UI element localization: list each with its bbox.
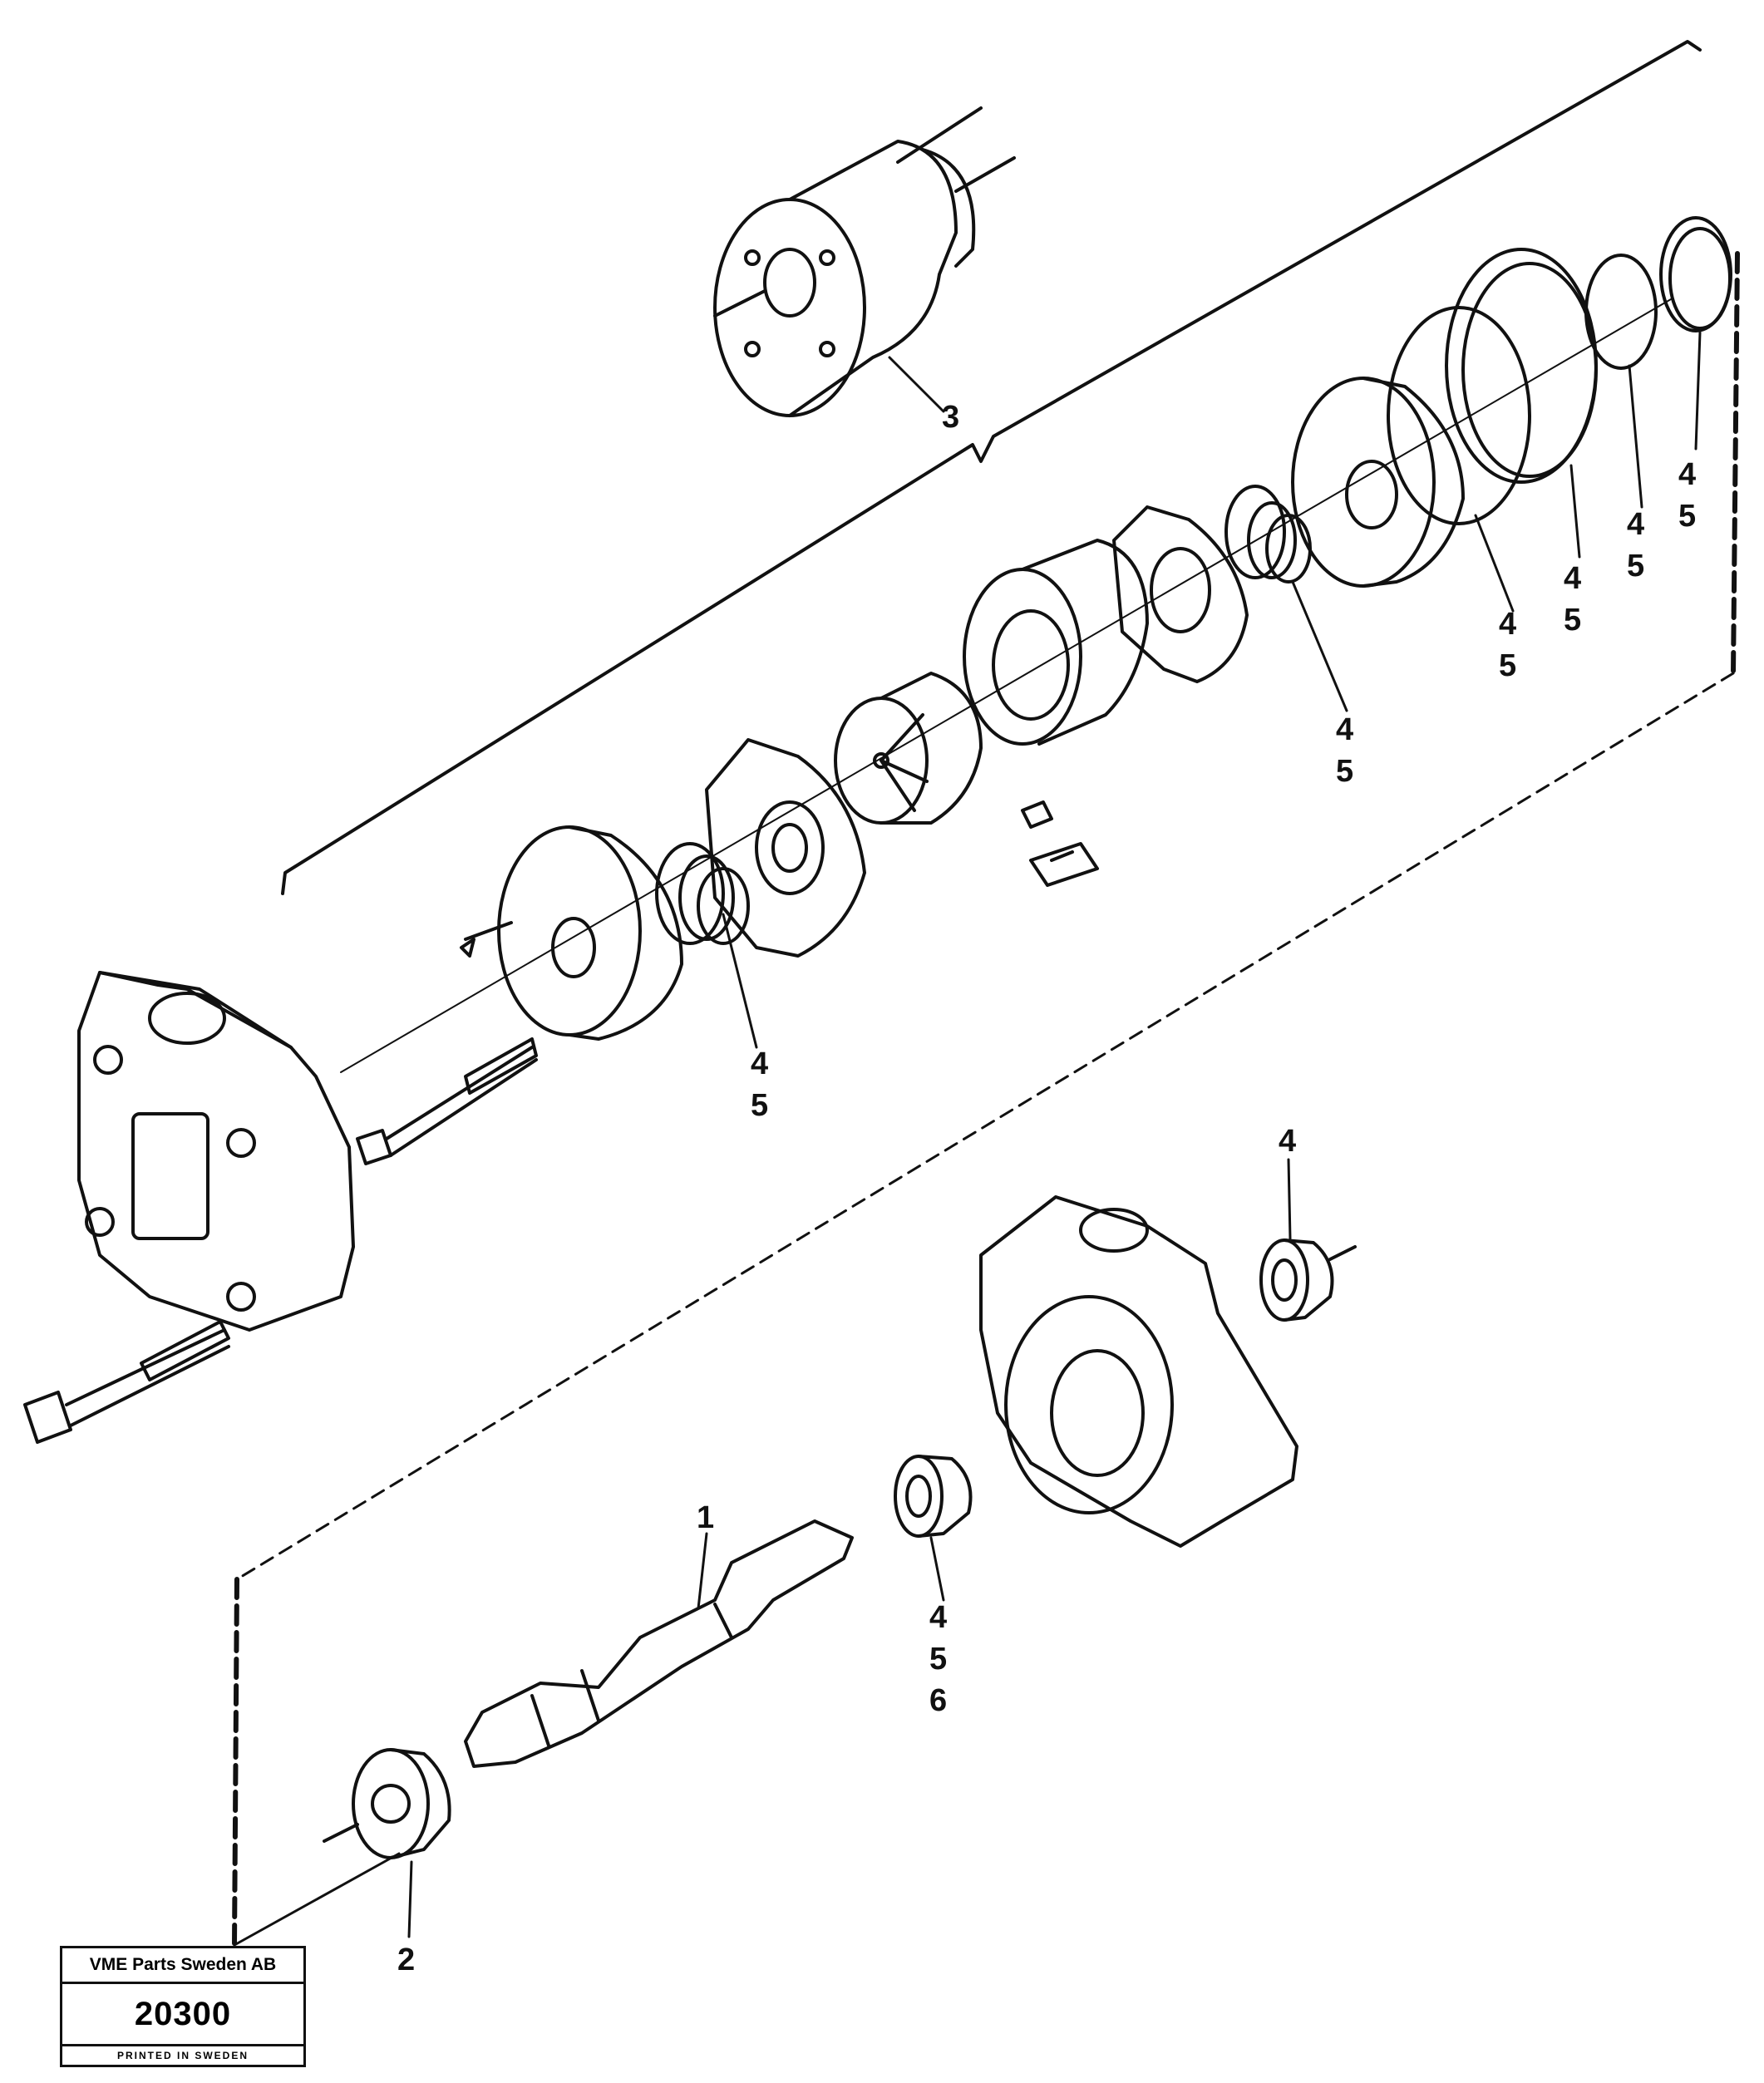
callout-6: 6 — [929, 1683, 947, 1718]
callout-4: 4 — [1564, 561, 1581, 596]
stamp-number: 20300 — [134, 1996, 232, 2032]
callout-5: 5 — [1678, 499, 1696, 534]
seal-ring-left — [655, 842, 750, 945]
leader-45b — [1291, 580, 1348, 712]
o-ring-small — [1584, 216, 1732, 370]
callout-4: 4 — [1499, 607, 1516, 642]
end-plate-left — [460, 825, 683, 1041]
leader-45a — [722, 913, 758, 1049]
callout-5: 5 — [1499, 648, 1516, 683]
bearing-right — [1259, 1238, 1357, 1322]
callout-5: 5 — [1564, 603, 1581, 638]
callout-3: 3 — [942, 400, 959, 435]
bolt-lower — [23, 1320, 230, 1444]
stamp-company: VME Parts Sweden AB — [62, 1948, 303, 1984]
leader-2 — [407, 1860, 413, 1938]
callout-4: 4 — [1678, 457, 1696, 492]
seal-ring-right — [1224, 485, 1312, 584]
leader-456 — [929, 1536, 945, 1602]
title-stamp: VME Parts Sweden AB 20300 PRINTED IN SWE… — [60, 1946, 306, 2067]
callout-1: 1 — [697, 1500, 714, 1535]
assembly-boundary-diagonal — [235, 672, 1735, 1581]
rotor — [834, 672, 983, 825]
leader-45d — [1569, 464, 1581, 559]
callout-2: 2 — [397, 1943, 415, 1977]
bearing-center — [894, 1455, 973, 1538]
bolt-upper — [356, 1037, 538, 1165]
callout-4: 4 — [751, 1046, 768, 1081]
callout-4: 4 — [1279, 1124, 1296, 1159]
callout-4: 4 — [929, 1600, 947, 1635]
callout-5: 5 — [1336, 754, 1353, 789]
assembly-bracket — [281, 40, 1702, 895]
callout-5: 5 — [1627, 549, 1644, 584]
cartridge-assembly — [713, 140, 1016, 417]
leader-3 — [888, 356, 945, 413]
leader-1 — [697, 1532, 708, 1610]
leader-45c — [1474, 514, 1515, 613]
leader-45e — [1628, 364, 1643, 509]
key-and-clip — [1021, 800, 1099, 887]
pump-housing — [979, 1195, 1298, 1548]
o-ring-large — [1387, 248, 1598, 525]
callout-4: 4 — [1627, 507, 1644, 542]
callout-4: 4 — [1336, 712, 1353, 747]
callout-5: 5 — [751, 1088, 768, 1123]
end-plate-right — [1291, 377, 1465, 588]
assembly-boundary-dashed — [1731, 251, 1740, 676]
bearing-left — [323, 1748, 451, 1859]
leader-4h — [1287, 1158, 1292, 1240]
drive-shaft — [464, 1519, 854, 1768]
cam-ring — [963, 539, 1149, 746]
center-axis — [340, 298, 1672, 1073]
assembly-bracket-upper — [896, 106, 983, 164]
port-plate-right — [1112, 505, 1249, 683]
port-plate-left — [705, 738, 866, 958]
stamp-printed: PRINTED IN SWEDEN — [62, 2044, 303, 2065]
leader-45f — [1694, 331, 1702, 451]
assembly-boundary-dashed-lower — [232, 1577, 239, 1948]
pump-cover — [77, 971, 355, 1332]
assembly-boundary-bottom — [233, 1852, 401, 1947]
callout-5: 5 — [929, 1642, 947, 1677]
